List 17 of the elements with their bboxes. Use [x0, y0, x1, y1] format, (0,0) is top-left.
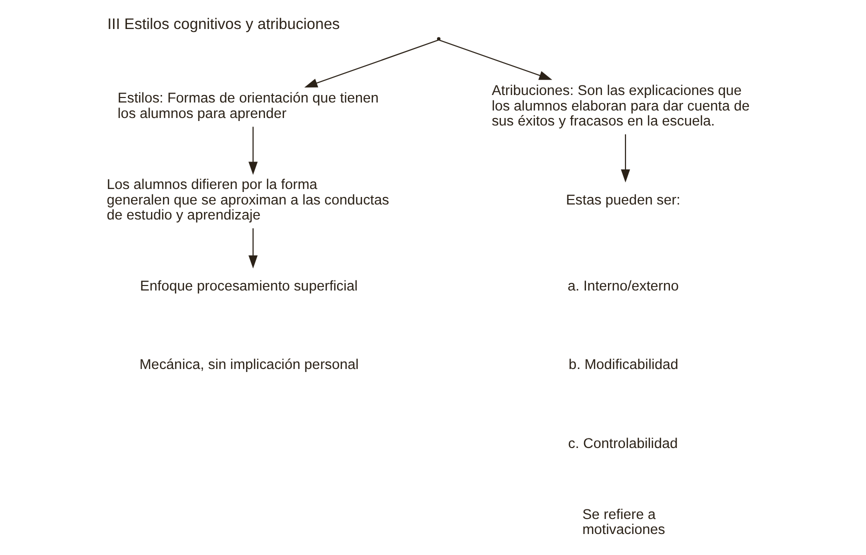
- arrow: [304, 40, 438, 88]
- arrow: [248, 126, 258, 175]
- arrow: [620, 134, 630, 183]
- label: Mecánica, sin implicación personal: [140, 357, 359, 374]
- label: b. Modificabilidad: [568, 357, 678, 374]
- node-text: Estas pueden ser:: [566, 192, 680, 208]
- label: a. Interno/externo: [568, 278, 679, 295]
- node-point: [437, 37, 440, 41]
- node-text: Estilos: Formas de orientación que tienen los alumnos para aprender: [118, 90, 379, 122]
- label: c. Controlabilidad: [568, 436, 678, 452]
- arrow: [248, 228, 258, 268]
- node-text: Los alumnos difieren por la forma generalen que se aproximan a las conductas de estudio y aprendizaje: [106, 177, 390, 224]
- node-text: Enfoque procesamiento superficial: [140, 278, 358, 295]
- diagram-title: III Estilos cognitivos y atribuciones: [107, 16, 340, 34]
- node-text: Atribuciones: Son las explicaciones que los alumnos elaboran para dar cuenta de sus éxitos y fracasos en la escuela.: [492, 83, 750, 130]
- label: Se refiere a motivaciones: [582, 506, 666, 538]
- arrow: [439, 40, 552, 80]
